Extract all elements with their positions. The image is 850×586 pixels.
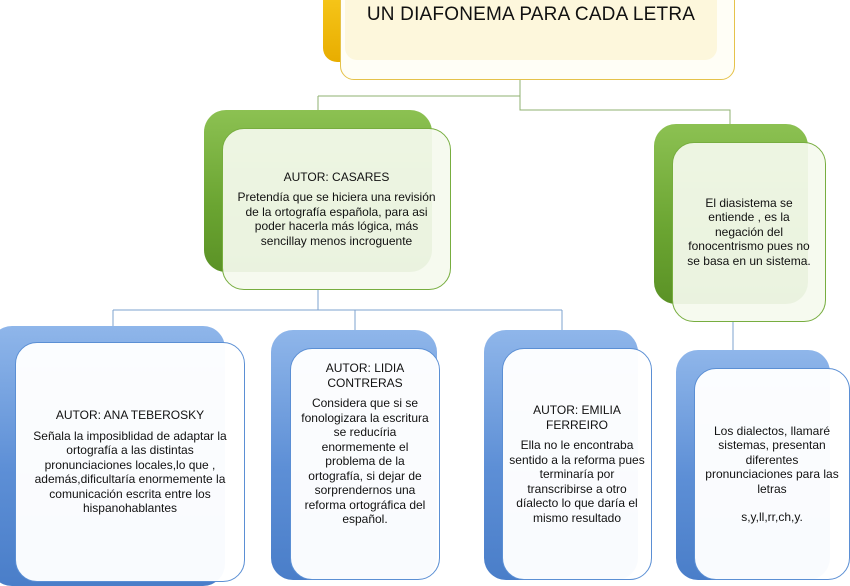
dialectos-text: Los dialectos, llamaré sistemas, present… bbox=[705, 423, 839, 496]
connector-lines bbox=[112, 80, 734, 350]
teberosky-text: Señala la imposiblidad de adaptar la ort… bbox=[33, 428, 227, 516]
contreras-text: Considera que si se fonologizara la escr… bbox=[301, 396, 429, 526]
teberosky-card: AUTOR: ANA TEBEROSKY Señala la imposibli… bbox=[15, 342, 245, 582]
ferreiro-heading: AUTOR: EMILIA FERREIRO bbox=[533, 403, 621, 432]
ferreiro-card: AUTOR: EMILIA FERREIRO Ella no le encont… bbox=[502, 348, 652, 580]
casares-heading: AUTOR: CASARES bbox=[283, 169, 390, 184]
dialectos-letters: s,y,ll,rr,ch,y. bbox=[741, 510, 803, 524]
diasistema-text: El diasistema se entiende , es la negaci… bbox=[687, 195, 811, 268]
contreras-card: AUTOR: LIDIA CONTRERAS Considera que si … bbox=[290, 348, 440, 580]
casares-text: Pretendía que se hiciera una revisión de… bbox=[237, 190, 436, 248]
page-title: UN DIAFONEMA PARA CADA LETRA bbox=[366, 4, 696, 25]
contreras-heading: AUTOR: LIDIA CONTRERAS bbox=[325, 361, 405, 390]
ferreiro-text: Ella no le encontraba sentido a la refor… bbox=[509, 438, 645, 525]
title-inner bbox=[345, 0, 717, 60]
dialectos-card: Los dialectos, llamaré sistemas, present… bbox=[694, 368, 850, 580]
diasistema-card: El diasistema se entiende , es la negaci… bbox=[672, 142, 826, 322]
teberosky-heading: AUTOR: ANA TEBEROSKY bbox=[55, 408, 205, 423]
casares-card: AUTOR: CASARES Pretendía que se hiciera … bbox=[222, 128, 451, 290]
connector-top-branch bbox=[318, 95, 731, 124]
